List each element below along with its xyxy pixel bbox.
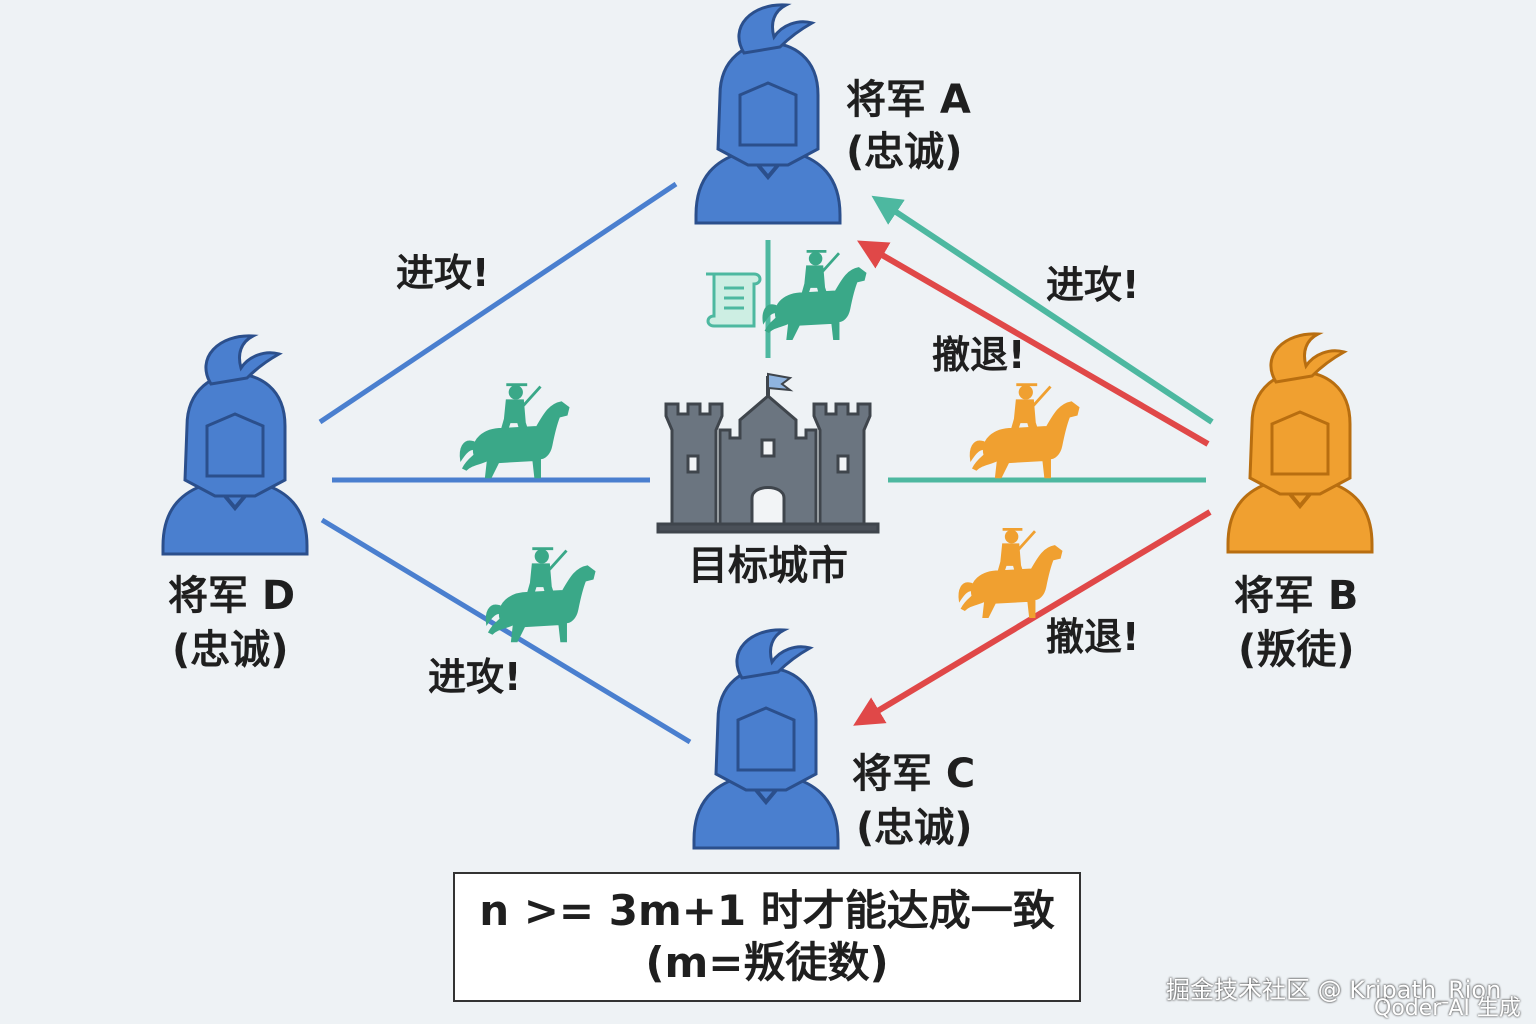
msg-b-to-a-retreat: 撤退! — [932, 333, 1026, 377]
rule-box: n >= 3m+1 时才能达成一致 (m=叛徒数) — [453, 872, 1081, 1002]
msg-b-to-a-attack: 进攻! — [1046, 263, 1140, 307]
messenger-d-icon — [458, 383, 571, 480]
general-c-role: (忠诚) — [856, 805, 973, 851]
general-a-role: (忠诚) — [846, 129, 963, 175]
rule-line-2: (m=叛徒数) — [645, 938, 889, 987]
line-d-to-a — [318, 181, 678, 425]
watermark-generator: Qoder AI 生成 — [1374, 996, 1521, 1021]
general-b-role: (叛徒) — [1238, 627, 1355, 673]
general-c-name: 将军 C — [852, 751, 976, 797]
general-c-icon — [692, 627, 840, 850]
rule-line-1: n >= 3m+1 时才能达成一致 — [479, 885, 1055, 935]
arrow-b-to-a-attack — [871, 195, 1214, 425]
general-a-name: 将军 A — [846, 77, 971, 123]
arrow-b-to-c-retreat — [853, 509, 1212, 726]
general-b-icon — [1226, 331, 1374, 554]
msg-d-to-c: 进攻! — [428, 655, 522, 699]
general-d-icon — [161, 333, 309, 556]
messenger-b-c-icon — [957, 528, 1064, 619]
msg-d-to-a: 进攻! — [396, 251, 490, 295]
messenger-b-icon — [968, 383, 1081, 480]
messenger-a-icon — [761, 250, 868, 341]
general-a-icon — [694, 2, 842, 225]
watermark-source: 掘金技术社区 @ Kripath_Rion — [1166, 976, 1502, 1004]
arrow-b-to-a-retreat — [857, 240, 1210, 447]
city-label: 目标城市 — [688, 543, 848, 589]
castle-icon — [656, 372, 880, 534]
scroll-icon — [706, 272, 762, 328]
general-d-name: 将军 D — [168, 573, 296, 619]
general-b-name: 将军 B — [1234, 573, 1359, 619]
msg-b-to-c-retreat: 撤退! — [1046, 615, 1140, 659]
line-d-to-c — [320, 517, 692, 745]
messenger-d-c-icon — [484, 547, 597, 644]
general-d-role: (忠诚) — [172, 627, 289, 673]
